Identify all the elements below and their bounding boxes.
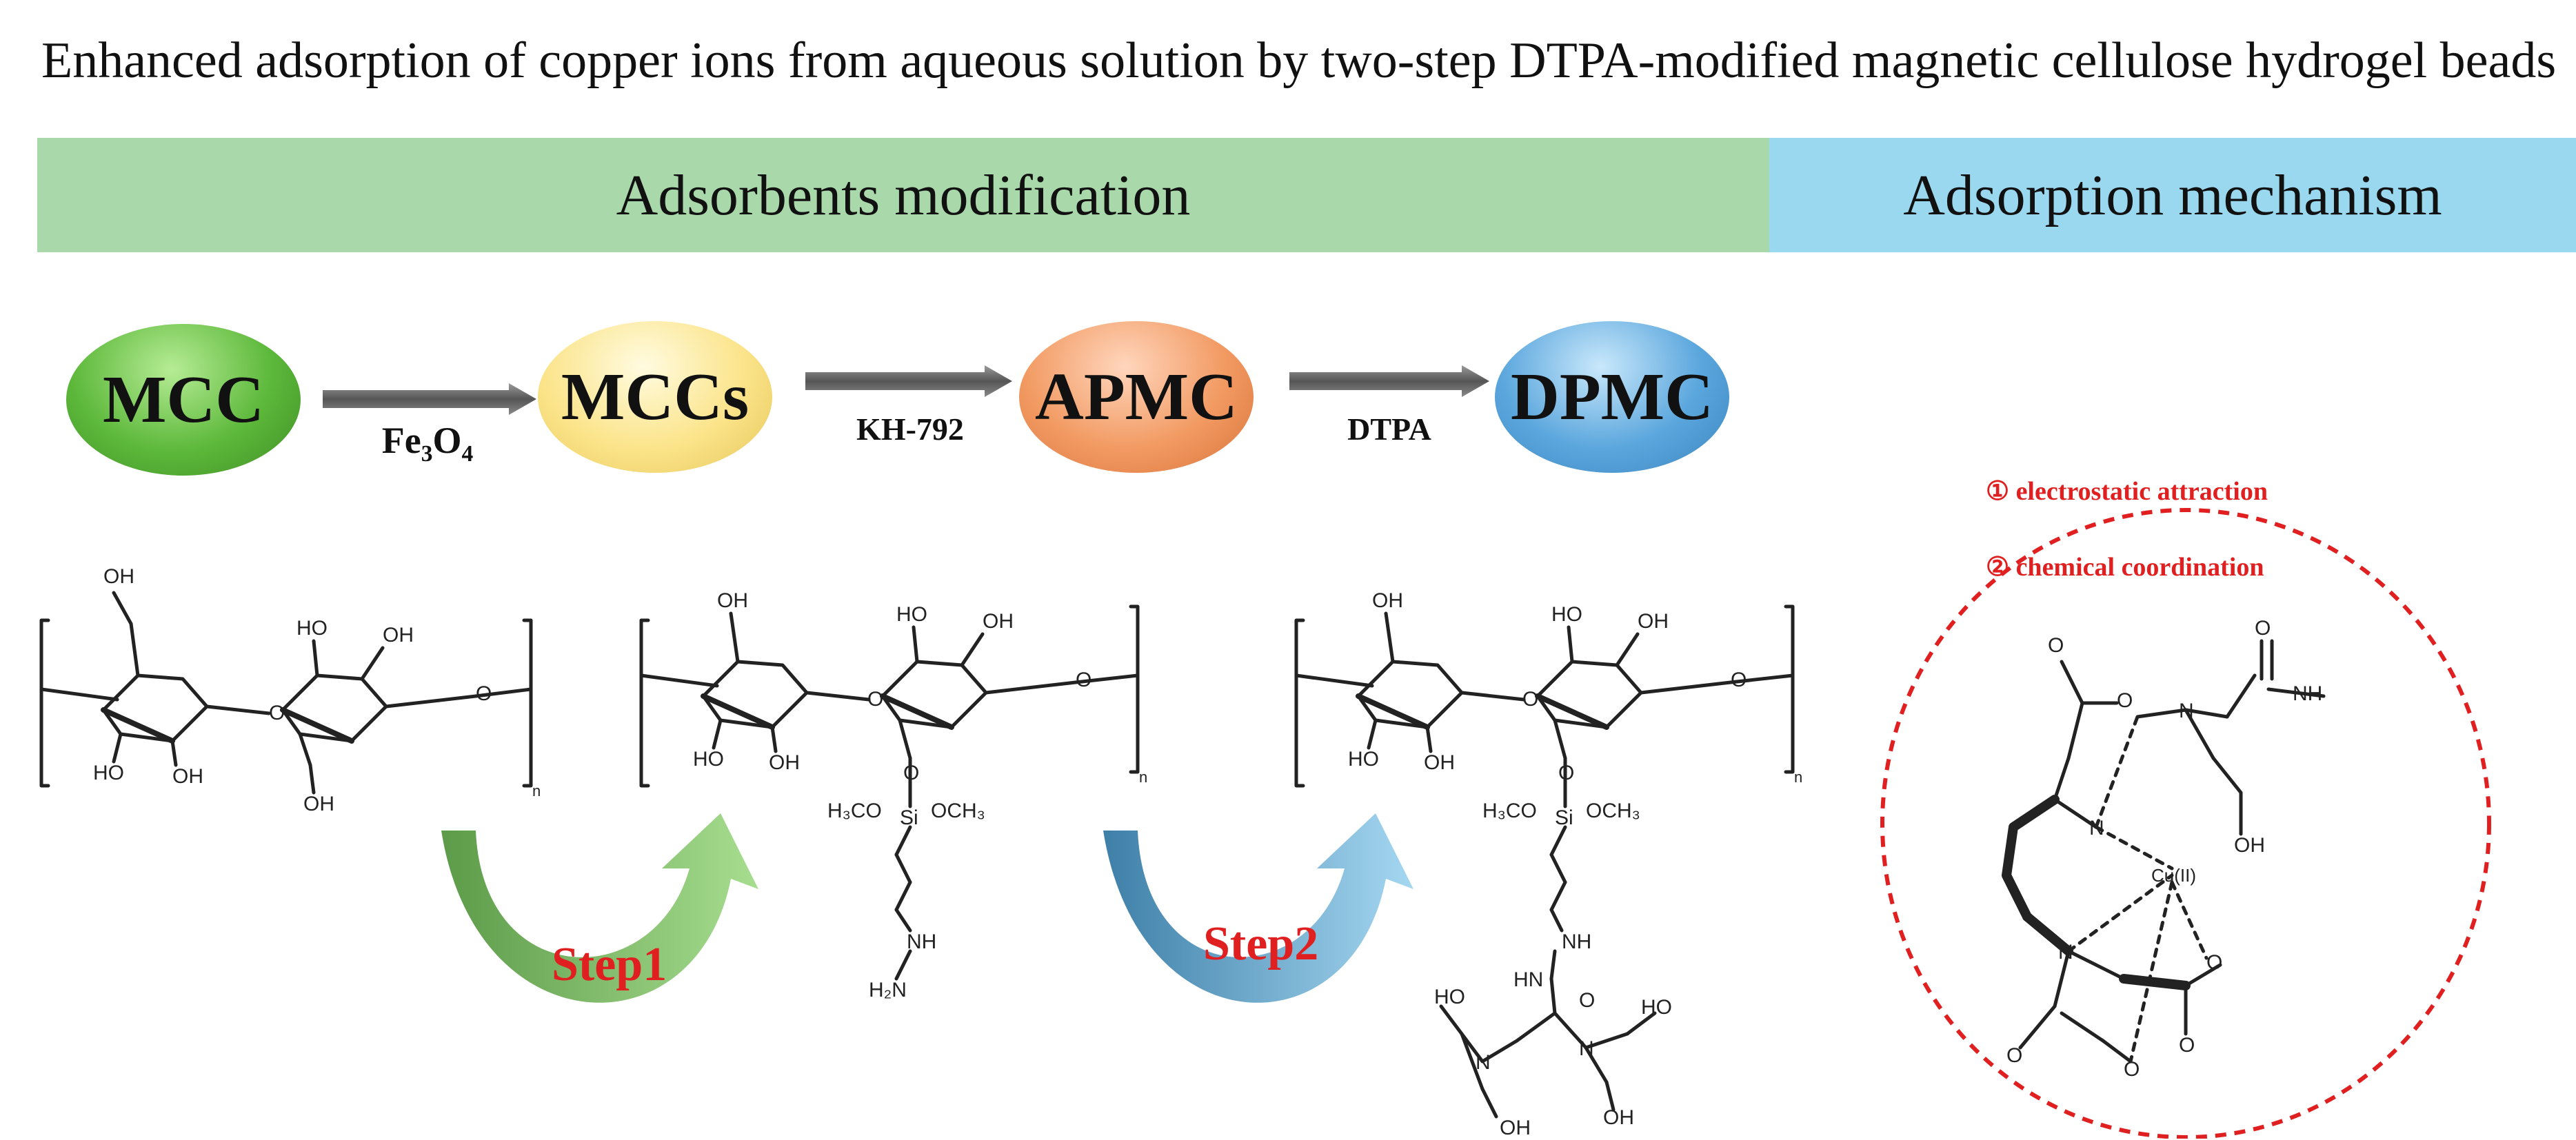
complex-o-6: O	[2006, 1044, 2023, 1067]
reagent-fe-sub: 3	[421, 440, 433, 467]
banner-adsorption-mechanism: Adsorption mechanism	[1769, 138, 2576, 252]
dpmc-o-end: O	[1731, 669, 1747, 691]
apmc-ho-1: HO	[693, 748, 724, 771]
apmc-o-end: O	[1076, 669, 1092, 691]
node-mccs: MCCs	[538, 321, 772, 473]
dpmc-n-1: N	[1476, 1051, 1491, 1074]
flow-arrow-1	[323, 383, 536, 415]
complex-o-3: O	[2255, 617, 2271, 640]
figure-title: Enhanced adsorption of copper ions from …	[41, 32, 2557, 89]
apmc-oh-2: OH	[769, 751, 800, 774]
complex-n-3: N	[2058, 941, 2073, 964]
apmc-si: Si	[900, 806, 918, 829]
dpmc-hn: HN	[1513, 968, 1544, 991]
complex-o-4: O	[2206, 951, 2223, 974]
step1-label: Step1	[552, 938, 667, 991]
apmc-h3co: H₃CO	[827, 800, 882, 822]
dpmc-ho-2: HO	[1551, 603, 1582, 626]
node-apmc-label: APMC	[1035, 360, 1238, 434]
node-dpmc: DPMC	[1495, 321, 1729, 473]
apmc-och3: OCH₃	[931, 800, 985, 822]
dpmc-ho-1: HO	[1348, 748, 1379, 771]
mechanism-item-1: ① electrostatic attraction	[1986, 477, 2268, 506]
flow-arrow-3	[1289, 365, 1489, 397]
mcc-o-link: O	[269, 702, 285, 724]
reagent-o-sub: 4	[461, 440, 474, 467]
apmc-oh-1: OH	[717, 589, 748, 612]
node-apmc: APMC	[1019, 321, 1254, 473]
apmc-o-si: O	[903, 762, 920, 784]
apmc-nh: NH	[907, 930, 937, 953]
mcc-oh-3: OH	[383, 624, 414, 647]
mcc-ho-1: HO	[93, 762, 124, 784]
apmc-ho-2: HO	[896, 603, 927, 626]
dpmc-oh-acid-2: OH	[1603, 1106, 1634, 1129]
complex-n-1: N	[2089, 817, 2104, 839]
apmc-o-link: O	[867, 688, 884, 711]
dpmc-o-si: O	[1558, 762, 1575, 784]
mcc-ho-2: HO	[296, 617, 328, 640]
mechanism-item-2: ② chemical coordination	[1986, 553, 2264, 582]
complex-cu: Cu(II)	[2151, 865, 2196, 886]
complex-o-5: O	[2179, 1034, 2195, 1057]
complex-o-1: O	[2048, 634, 2064, 657]
arrow-1-reagent: Fe3O4	[359, 419, 496, 467]
dpmc-nh: NH	[1562, 930, 1592, 953]
dpmc-oh-acid-1: OH	[1500, 1117, 1531, 1139]
mcc-oh-1: OH	[103, 565, 134, 588]
dpmc-oh-3: OH	[1638, 610, 1669, 633]
node-mccs-label: MCCs	[561, 360, 749, 434]
arrow-2-reagent: KH-792	[856, 411, 964, 447]
complex-n-2: N	[2179, 700, 2194, 722]
node-dpmc-label: DPMC	[1511, 360, 1713, 434]
complex-o-7: O	[2124, 1058, 2140, 1081]
apmc-n: n	[1139, 769, 1148, 786]
banner-right-label: Adsorption mechanism	[1903, 163, 2442, 227]
arrow-3-reagent: DTPA	[1347, 411, 1431, 447]
banner-left-label: Adsorbents modification	[616, 163, 1191, 227]
dpmc-o-amide: O	[1579, 989, 1596, 1012]
banner-adsorbents-modification: Adsorbents modification	[37, 138, 1769, 252]
dpmc-oh-2: OH	[1424, 751, 1455, 774]
mcc-n: n	[532, 782, 541, 800]
dpmc-si: Si	[1555, 806, 1573, 829]
node-mcc-label: MCC	[102, 363, 265, 437]
apmc-oh-3: OH	[983, 610, 1014, 633]
dpmc-h3co: H₃CO	[1482, 800, 1537, 822]
apmc-h2n: H₂N	[869, 979, 907, 1001]
reagent-o: O	[432, 420, 462, 461]
mcc-o-end: O	[476, 682, 492, 705]
dpmc-n-2: N	[1579, 1037, 1594, 1060]
dpmc-o-link: O	[1522, 688, 1539, 711]
dpmc-ho-acid-1: HO	[1434, 986, 1465, 1008]
complex-oh: OH	[2234, 834, 2265, 857]
step2-label: Step2	[1203, 917, 1319, 970]
node-mcc: MCC	[66, 324, 301, 476]
dpmc-och3: OCH₃	[1586, 800, 1640, 822]
mcc-oh-4: OH	[303, 793, 334, 815]
mcc-oh-2: OH	[172, 765, 203, 788]
reagent-fe: Fe	[381, 420, 421, 461]
complex-o-2: O	[2117, 689, 2133, 712]
complex-nh: NH	[2293, 682, 2323, 705]
dpmc-oh-1: OH	[1372, 589, 1403, 612]
dpmc-n: n	[1794, 769, 1803, 786]
dpmc-ho-acid-2: HO	[1641, 996, 1672, 1019]
flow-arrow-2	[805, 365, 1012, 397]
